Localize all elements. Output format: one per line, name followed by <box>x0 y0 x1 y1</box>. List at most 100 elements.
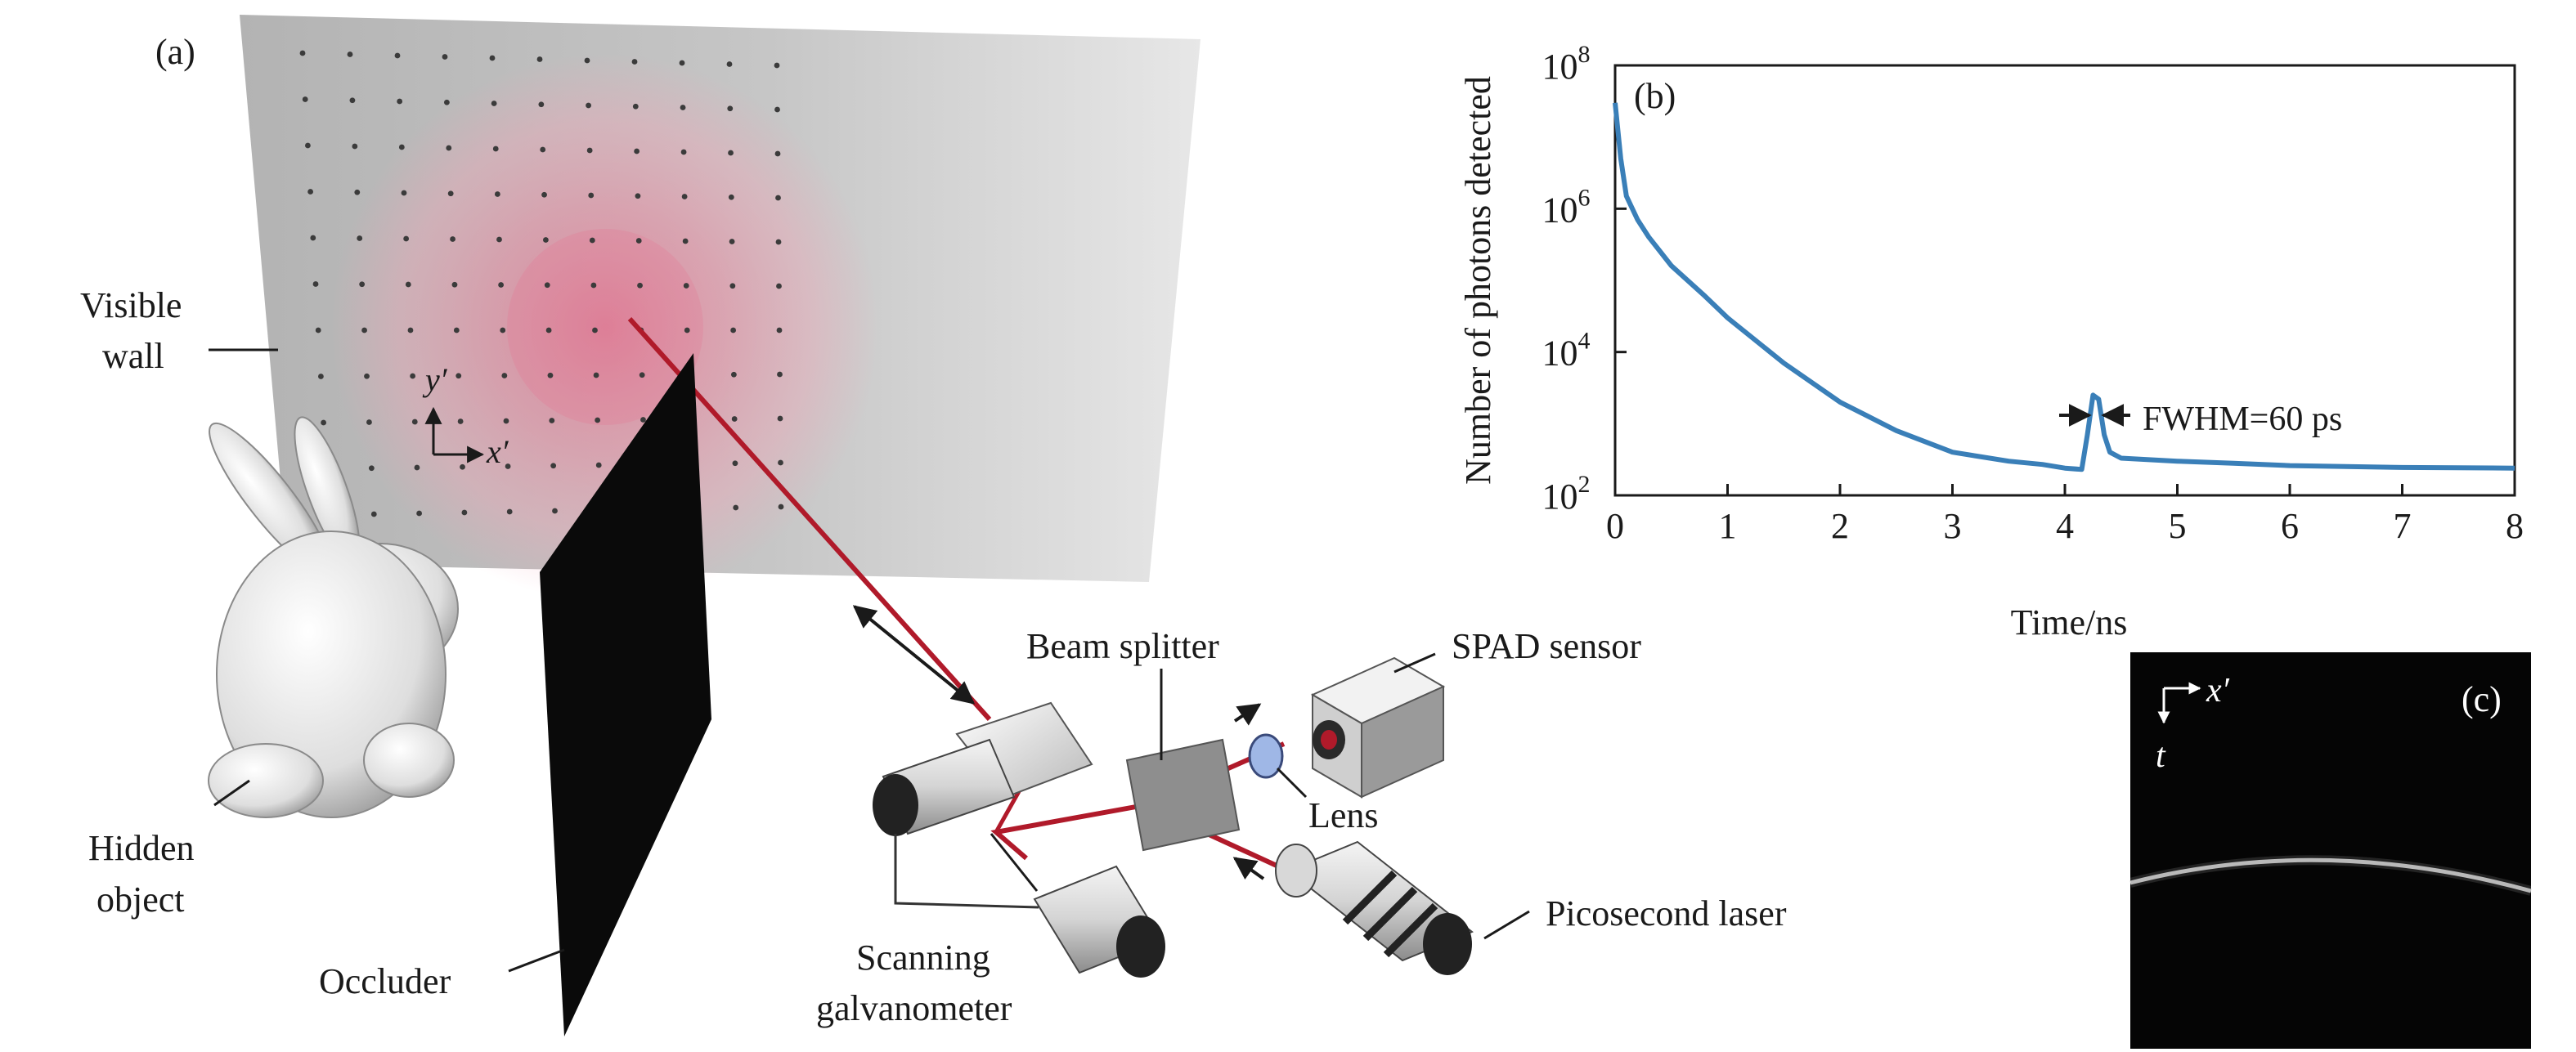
hidden-object-label-1: Hidden <box>88 828 195 868</box>
scan-point <box>680 149 687 155</box>
panel-a-label: (a) <box>155 32 195 72</box>
laser-glow <box>331 53 879 601</box>
scan-point <box>543 237 549 243</box>
wavefront-glow <box>2129 855 2533 896</box>
lens-leader <box>1276 767 1308 799</box>
scan-point <box>451 281 458 288</box>
scan-point <box>593 372 599 378</box>
scan-point <box>500 327 506 334</box>
scan-point <box>442 54 448 60</box>
scan-point <box>540 146 546 153</box>
spad-leader <box>1393 652 1436 674</box>
scan-point <box>634 148 640 154</box>
scan-point <box>730 371 737 378</box>
scan-point <box>778 459 783 466</box>
picosecond-laser <box>1275 840 1474 975</box>
axis-x-label: x′ <box>486 433 509 470</box>
wavefront-curve <box>2129 857 2532 893</box>
scan-point <box>632 103 639 110</box>
scan-point <box>410 373 416 379</box>
scan-point <box>411 419 418 425</box>
scan-point <box>505 463 511 469</box>
panel-a: (a) <box>80 15 1787 1036</box>
scan-point <box>354 189 361 195</box>
object-leader <box>213 779 250 807</box>
panel-c-image <box>2130 652 2531 1049</box>
scan-point <box>460 463 465 470</box>
y-tick-label: 108 <box>1542 41 1591 87</box>
scan-point <box>775 239 782 245</box>
x-tick-label: 6 <box>2281 506 2299 546</box>
picosecond-laser-label: Picosecond laser <box>1546 893 1787 933</box>
scan-point <box>347 51 353 57</box>
scan-point <box>731 416 738 422</box>
scan-point <box>416 510 422 517</box>
scan-point <box>453 327 460 334</box>
galvanometer-cylinder-2 <box>1033 865 1165 978</box>
scan-point <box>774 106 780 113</box>
scan-point <box>635 238 642 244</box>
occluder-label: Occluder <box>319 961 451 1001</box>
scan-point <box>728 150 734 156</box>
y-tick-label: 102 <box>1542 471 1591 517</box>
scan-point <box>492 145 499 152</box>
galvo-leader <box>990 833 1039 892</box>
scan-point <box>777 371 783 378</box>
scan-point <box>321 419 326 426</box>
scan-point <box>732 460 738 467</box>
scan-point <box>552 508 558 514</box>
scan-point <box>443 99 450 105</box>
y-tick-label: 104 <box>1542 328 1591 374</box>
scan-point <box>305 142 311 149</box>
wall-axes <box>424 406 485 463</box>
scan-point <box>461 509 468 516</box>
scan-point <box>729 283 736 289</box>
scan-point <box>501 373 508 378</box>
panel-c-x-label: x′ <box>2206 672 2230 710</box>
axis-y-label: y′ <box>422 361 448 398</box>
scan-point <box>639 372 645 378</box>
scan-point <box>359 281 366 288</box>
scan-point <box>447 190 454 197</box>
scan-point <box>776 327 783 334</box>
scan-point <box>299 50 306 56</box>
scan-point <box>683 283 689 289</box>
scan-point <box>457 419 464 424</box>
scan-point <box>729 239 735 244</box>
laser-arrow <box>1232 857 1265 880</box>
beam-splitter <box>1125 738 1241 852</box>
scan-point <box>368 465 375 472</box>
plot-frame <box>1613 64 2516 497</box>
scan-point <box>544 282 550 289</box>
scan-point <box>538 101 545 108</box>
fwhm-annotation: FWHM=60 ps <box>2143 401 2342 438</box>
scan-point <box>414 464 420 471</box>
scan-point <box>631 59 638 65</box>
x-tick-label: 4 <box>2056 506 2074 546</box>
scan-point <box>489 55 496 61</box>
x-tick-label: 3 <box>1944 506 1962 546</box>
hidden-object-label-2: object <box>96 880 185 920</box>
scan-point <box>586 102 591 109</box>
scan-point <box>307 189 313 195</box>
x-tick-label: 0 <box>1606 506 1624 546</box>
panel-c-t-label: t <box>2156 737 2166 775</box>
galvanometer-cylinder-1 <box>873 738 1016 836</box>
scan-point <box>407 327 414 334</box>
scan-point <box>584 57 590 64</box>
scan-point <box>549 418 555 423</box>
scan-point <box>635 193 641 199</box>
scan-point <box>726 61 733 67</box>
panel-c: x′ t (c) <box>2129 652 2533 1049</box>
scan-point <box>498 282 504 288</box>
scan-point <box>352 143 358 150</box>
spad-sensor <box>1310 656 1446 799</box>
scan-point <box>364 373 370 379</box>
scan-point <box>361 327 367 334</box>
scan-point <box>450 236 456 242</box>
scan-point <box>637 282 643 289</box>
scan-point <box>682 238 689 244</box>
scan-point <box>310 235 316 241</box>
